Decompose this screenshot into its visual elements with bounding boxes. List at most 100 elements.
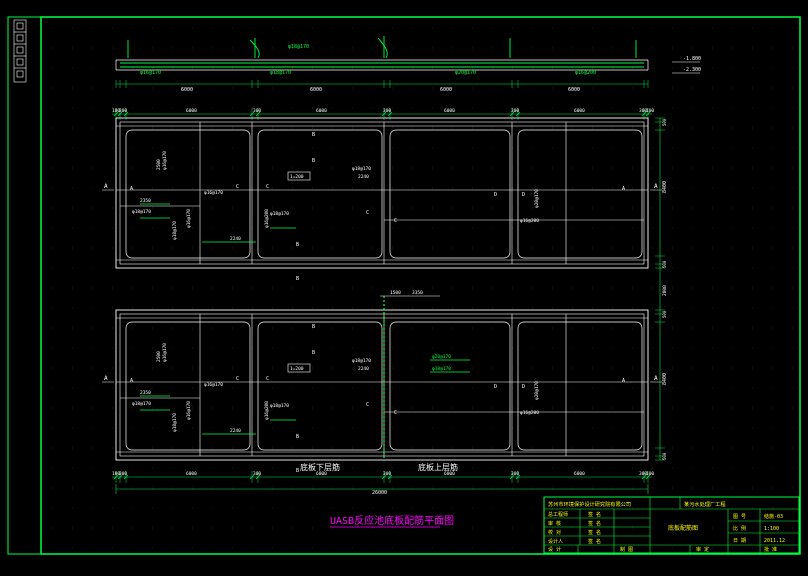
dim-row-slash-10 [645,474,651,480]
top-strip-dim-text-3: 6000 [568,87,580,93]
dim-rot-1: 2500 [156,159,162,170]
rebar-note-top-3: φ20@170 [455,70,476,76]
title-block-row-2: 审 核 [548,520,561,527]
title-block-sign-2: 签 名 [588,520,601,527]
dim-row-text-8: 6000 [574,471,585,477]
dim-inner-b: 2240 [230,428,241,434]
cell-0 [125,321,251,451]
section-d-2: D [522,384,525,390]
cell-1 [257,321,383,451]
section-d-1: D [494,192,497,198]
right-dim-small-2: 500 [662,452,667,460]
section-b-mid: B [312,350,315,356]
rebar-h-5: φ16@200 [520,410,539,416]
section-c-3: C [366,402,369,408]
label-upper-rebar: 底板上层筋 [418,462,458,472]
cell-2 [389,129,511,259]
dim-row-text-4: 6000 [316,108,327,114]
title-block-bottom-4: 批 准 [764,546,777,553]
cell-2 [389,321,511,451]
rebar-note-top-1: φ16@170 [140,70,161,76]
rebar-h-4: φ18@170 [132,401,151,407]
cell-3 [517,129,643,259]
dim-row-slash-10 [645,111,651,117]
dim-row-slash-2 [123,111,129,117]
rebar-rot-1: φ16@170 [162,151,168,170]
title-block-row-3: 校 对 [548,529,561,536]
dim-row-slash-1 [117,111,123,117]
dim-row-text-2: 6000 [186,471,197,477]
dim-rot-1: 2500 [156,351,162,362]
section-mark-a-right: A [654,375,658,382]
drawing-title: UASB反应池底板配筋平面图 [330,514,454,527]
top-strip-dim-text-2: 6000 [440,87,452,93]
callout-text-2: φ18@170 [432,366,451,372]
dim-inner-b: 2240 [230,236,241,242]
gap-dim-1: 1500 [390,290,401,296]
rebar-rot-4: φ20@170 [534,189,540,208]
dim-row-slash-9 [641,111,647,117]
rebar-rot-4: φ20@170 [534,381,540,400]
title-block-bottom-2: 制 图 [620,546,633,553]
title-block-project: 某污水处理厂工程 [684,500,726,508]
title-block-sign-3: 签 名 [588,529,601,536]
tag-box [287,171,311,181]
green-callout: φ20@170 φ18@170 [430,354,470,373]
dim-row-text-5: 300 [383,471,391,477]
section-c-1: C [236,184,239,190]
dim-row-slash-3 [249,474,255,480]
section-d-1: D [494,384,497,390]
slab-inner-outline [119,121,645,265]
dim-row-text-8: 6000 [574,108,585,114]
section-mark-a-left: A [104,375,108,382]
section-b-top: B [312,132,315,138]
dim-row-text-4: 6000 [316,471,327,477]
rebar-rot-2: φ18@170 [172,413,178,432]
rebar-h-2: φ18@170 [352,358,371,364]
rebar-h-5: φ16@200 [520,218,539,224]
gap-right-text: 2800 [662,285,668,296]
dim-row-text-1: 300 [119,471,127,477]
title-block-label-scale: 比 例 [733,525,746,532]
section-c-3: C [366,210,369,216]
section-b-bottom: B [296,242,299,248]
dim-row-text-2: 6000 [186,108,197,114]
cell-3 [517,321,643,451]
label-lower-rebar: 底板下层筋 [300,462,340,472]
dim-row-text-7: 300 [511,471,519,477]
section-d-2: D [522,192,525,198]
section-c-4: C [394,218,397,224]
dim-row-text-6: 6000 [444,471,455,477]
rebar-h-3: φ18@170 [270,211,289,217]
dim-row-slash-5 [381,474,387,480]
section-c-1: C [236,376,239,382]
section-mark-a-right: A [654,183,658,190]
slab-plan-lower: 235022402240φ16@170φ18@170φ16@170φ20@170… [102,268,668,474]
dim-row-text-9: 300 [639,108,647,114]
title-block-value-drawing-no: 结施-03 [764,513,783,520]
rebar-h-2: φ18@170 [352,166,371,172]
title-block: 苏州市环境保护设计研究院有限公司 某污水处理厂工程 底板配筋图 总工程师 审 核… [543,496,800,554]
title-block-company: 苏州市环境保护设计研究院有限公司 [548,500,631,508]
dim-inner-a: 2350 [140,390,151,396]
rebar-rot-3: φ16@170 [186,401,192,420]
dim-row-text-10: 100 [646,108,654,114]
rebar-rot-5: φ16@200 [264,401,270,420]
section-c-4: C [394,410,397,416]
title-block-value-scale: 1:100 [764,526,779,532]
dim-row-slash-7 [509,474,515,480]
rebar-note-top-5: φ18@170 [288,44,309,50]
slab-plan-upper: 235022402240φ16@170φ18@170φ16@170φ20@170… [102,117,668,282]
dim-inner-c: 2240 [358,366,369,372]
callout-text-1: φ20@170 [432,354,451,360]
total-dimension-text: 26000 [372,490,387,496]
rebar-note-top-2: φ18@170 [270,70,291,76]
inner-frame [40,16,801,555]
total-dimension [115,484,649,494]
title-block-label-date: 日 期 [733,538,746,544]
section-mark-a-left: A [104,183,108,190]
